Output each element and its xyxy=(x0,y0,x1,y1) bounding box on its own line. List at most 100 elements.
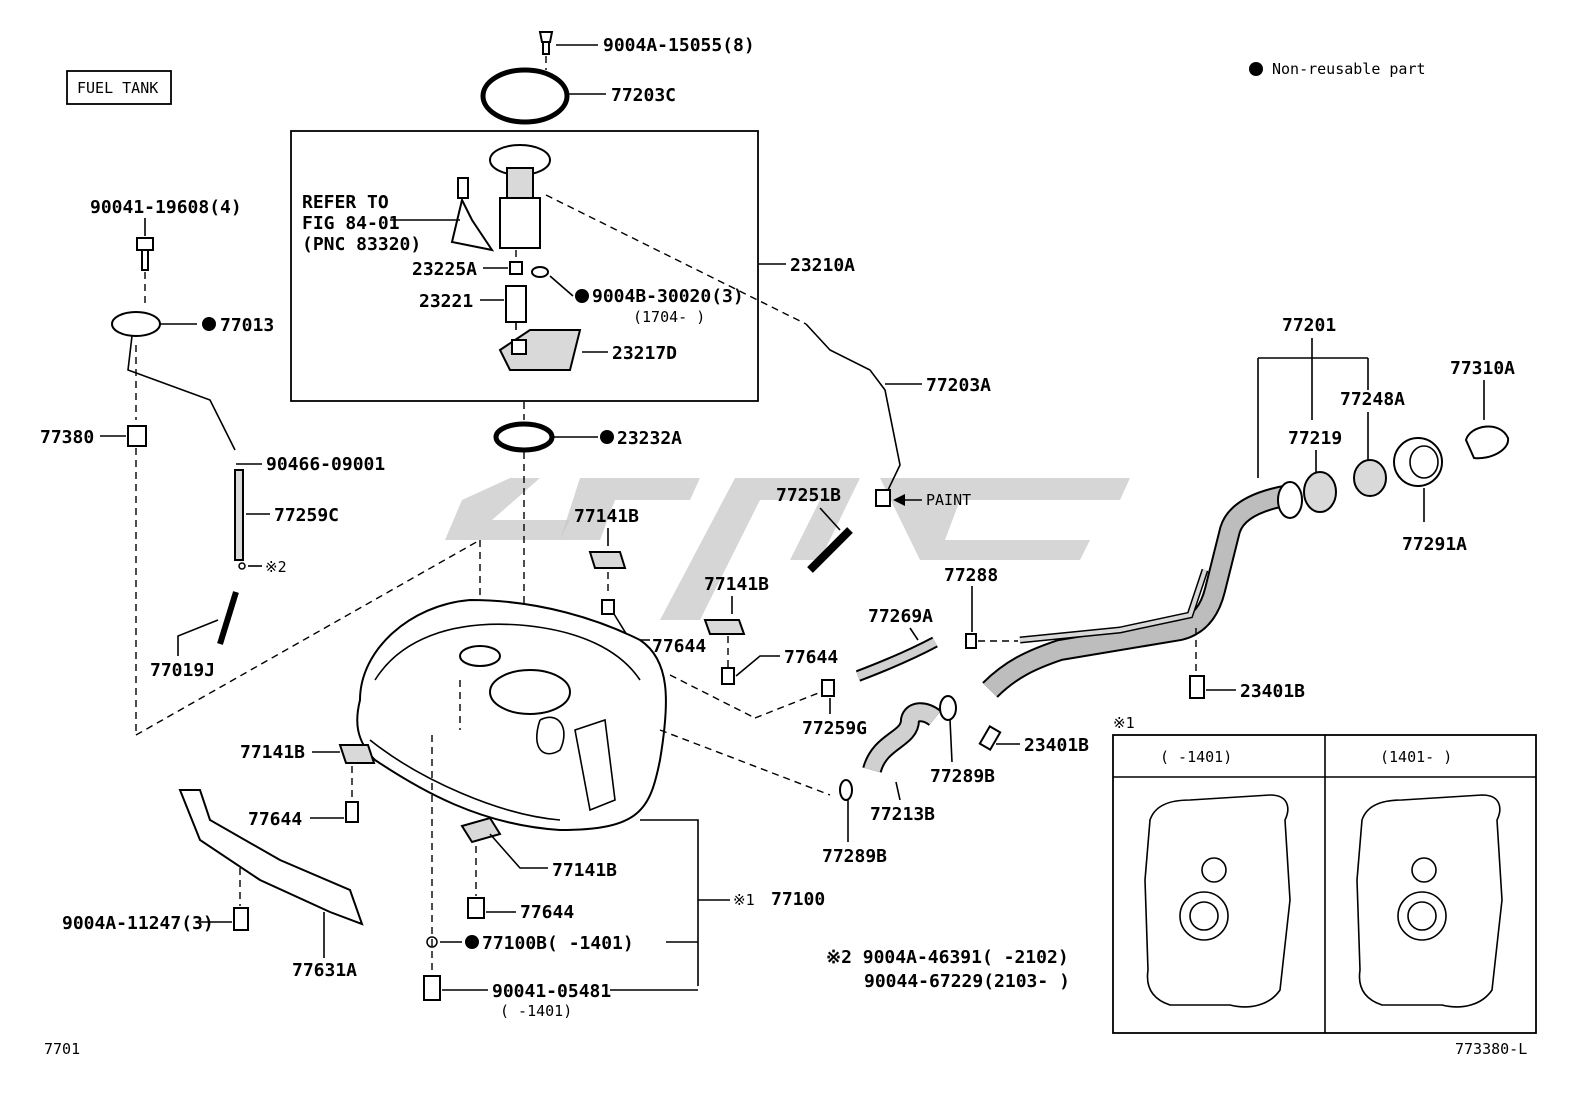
label-23221: 23221 xyxy=(419,291,473,312)
connector-icon xyxy=(875,489,891,507)
label-23401B-a: 23401B xyxy=(1240,681,1305,702)
fuel-filter-icon xyxy=(498,329,582,371)
label-77644-a: 77644 xyxy=(652,636,706,657)
label-note1-mark: ※1 xyxy=(733,891,755,909)
protector-tube-icon xyxy=(807,527,853,573)
o-ring-icon xyxy=(531,266,549,278)
fuel-cap-icon xyxy=(1464,425,1510,460)
label-77201: 77201 xyxy=(1282,315,1336,336)
label-9004B-30020: 9004B-30020(3) xyxy=(592,286,744,307)
inset-column-1: ( -1401) xyxy=(1160,748,1232,766)
label-77141B-d: 77141B xyxy=(552,860,617,881)
clip-icon xyxy=(821,679,835,697)
label-9004B-30020-range: (1704- ) xyxy=(633,308,705,326)
label-23225A: 23225A xyxy=(412,259,477,280)
label-90041-05481-range: ( -1401) xyxy=(500,1002,572,1020)
inset-column-2: (1401- ) xyxy=(1380,748,1452,766)
label-9004A-15055: 9004A-15055(8) xyxy=(603,35,755,56)
label-23401B-b: 23401B xyxy=(1024,735,1089,756)
label-90041-19608: 90041-19608(4) xyxy=(90,197,242,218)
bracket-icon xyxy=(588,551,627,569)
refer-line-1: REFER TO xyxy=(302,192,389,213)
non-reusable-dot-icon xyxy=(465,935,479,949)
label-77644-c: 77644 xyxy=(248,809,302,830)
non-reusable-dot-icon xyxy=(575,289,589,303)
bracket-icon xyxy=(460,816,502,844)
label-77291A: 77291A xyxy=(1402,534,1467,555)
filler-cap-ring-icon xyxy=(1393,437,1443,487)
label-23217D: 23217D xyxy=(612,343,677,364)
label-23210A: 23210A xyxy=(790,255,855,276)
retainer-icon xyxy=(1353,459,1387,497)
inset-mark: ※1 xyxy=(1113,714,1135,732)
footer-figure-code: 773380-L xyxy=(1455,1040,1527,1058)
label-77380: 77380 xyxy=(40,427,94,448)
label-77310A: 77310A xyxy=(1450,358,1515,379)
bolt-icon xyxy=(1189,675,1205,699)
bolt-icon xyxy=(233,907,249,931)
label-paint: PAINT xyxy=(926,491,971,509)
label-77203A: 77203A xyxy=(926,375,991,396)
tank-outline-late-icon xyxy=(1356,794,1503,1008)
breather-plate-icon xyxy=(111,311,161,337)
label-77141B-a: 77141B xyxy=(574,506,639,527)
tank-outline-early-icon xyxy=(1144,794,1291,1008)
label-77219: 77219 xyxy=(1288,428,1342,449)
hose-clamp-icon xyxy=(939,695,957,721)
label-77013: 77013 xyxy=(220,315,274,336)
label-77269A: 77269A xyxy=(868,606,933,627)
fuel-pump-icon xyxy=(505,285,527,330)
label-77100B: 77100B( -1401) xyxy=(482,933,634,954)
arrow-left-icon xyxy=(893,494,905,506)
filter-sock-icon xyxy=(509,261,523,275)
bracket-icon xyxy=(338,744,376,764)
filler-hose-icon xyxy=(864,704,940,773)
bolt-icon xyxy=(978,724,1002,752)
legend-label: Non-reusable part xyxy=(1272,60,1426,78)
bolt-icon xyxy=(601,599,615,615)
sender-wire-icon xyxy=(805,323,901,491)
label-77141B-b: 77141B xyxy=(704,574,769,595)
breather-hose-icon xyxy=(234,469,244,561)
bracket-icon xyxy=(703,619,746,635)
tank-protector-icon xyxy=(178,789,364,926)
label-77631A: 77631A xyxy=(292,960,357,981)
label-77248A: 77248A xyxy=(1340,389,1405,410)
hose-clamp-icon xyxy=(839,779,853,801)
non-reusable-dot-icon xyxy=(600,430,614,444)
label-77259G: 77259G xyxy=(802,718,867,739)
drain-washer-icon xyxy=(426,936,438,948)
non-reusable-dot-icon xyxy=(202,317,216,331)
breather-tube-icon xyxy=(217,591,239,645)
label-77644-b: 77644 xyxy=(784,647,838,668)
non-reusable-dot-icon xyxy=(1249,62,1263,76)
label-90466-09001: 90466-09001 xyxy=(266,454,385,475)
filler-pipe-icon xyxy=(982,481,1303,698)
fuel-tank-icon xyxy=(356,598,667,832)
bolt-icon xyxy=(721,667,735,685)
label-77644-d: 77644 xyxy=(520,902,574,923)
label-23232A: 23232A xyxy=(617,428,682,449)
fuel-gauge-sender-icon xyxy=(450,177,495,252)
section-box xyxy=(66,70,172,105)
note2-line-1: ※2 9004A-46391( -2102) xyxy=(826,947,1069,968)
screw-icon xyxy=(538,31,554,55)
breather-hose-icon xyxy=(856,638,937,680)
clip-icon xyxy=(238,562,246,570)
refer-line-3: (PNC 83320) xyxy=(302,234,421,255)
label-77251B: 77251B xyxy=(776,485,841,506)
label-77100: 77100 xyxy=(771,889,825,910)
label-77141B-c: 77141B xyxy=(240,742,305,763)
label-9004A-11247: 9004A-11247(3) xyxy=(62,913,214,934)
label-77289B-b: 77289B xyxy=(822,846,887,867)
retainer-ring-icon xyxy=(480,67,570,125)
bolt-icon xyxy=(423,975,441,1001)
section-title: FUEL TANK xyxy=(77,79,158,97)
bolt-icon xyxy=(467,897,485,919)
label-77019J: 77019J xyxy=(150,660,215,681)
check-valve-icon xyxy=(965,633,977,649)
label-77289B-a: 77289B xyxy=(930,766,995,787)
refer-line-2: FIG 84-01 xyxy=(302,213,400,234)
bolt-icon xyxy=(136,237,154,271)
